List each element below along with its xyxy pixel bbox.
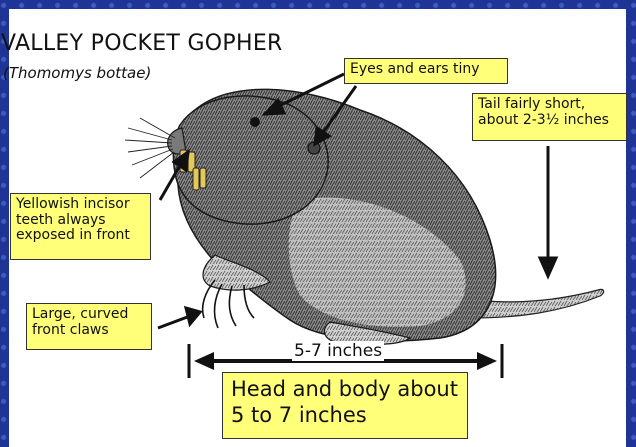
callout-incisors-line-3: exposed in front <box>16 228 145 244</box>
gopher-eye <box>250 117 260 127</box>
callout-tail-line-2: about 2-3½ inches <box>478 113 621 129</box>
callout-eyes-ears-text: Eyes and ears tiny <box>350 62 502 78</box>
callout-eyes-ears: Eyes and ears tiny <box>344 58 508 84</box>
callout-tail-line-1: Tail fairly short, <box>478 97 621 113</box>
scientific-name: (Thomomys bottae) <box>3 64 151 82</box>
gopher-head <box>173 96 328 224</box>
callout-incisors: Yellowish incisor teeth always exposed i… <box>10 193 151 260</box>
measurement-label: 5-7 inches <box>292 341 384 361</box>
callout-claws-line-1: Large, curved <box>32 307 146 323</box>
callout-incisors-line-2: teeth always <box>16 213 145 229</box>
callout-head-body-line-2: 5 to 7 inches <box>231 403 459 429</box>
gopher-whiskers <box>125 118 175 178</box>
diagram-title: VALLEY POCKET GOPHER <box>1 31 283 56</box>
callout-incisors-line-1: Yellowish incisor <box>16 197 145 213</box>
callout-claws: Large, curved front claws <box>26 303 152 350</box>
callout-head-body: Head and body about 5 to 7 inches <box>222 372 468 439</box>
callout-tail: Tail fairly short, about 2-3½ inches <box>472 93 627 141</box>
callout-claws-line-2: front claws <box>32 323 146 339</box>
callout-head-body-line-1: Head and body about <box>231 377 459 403</box>
